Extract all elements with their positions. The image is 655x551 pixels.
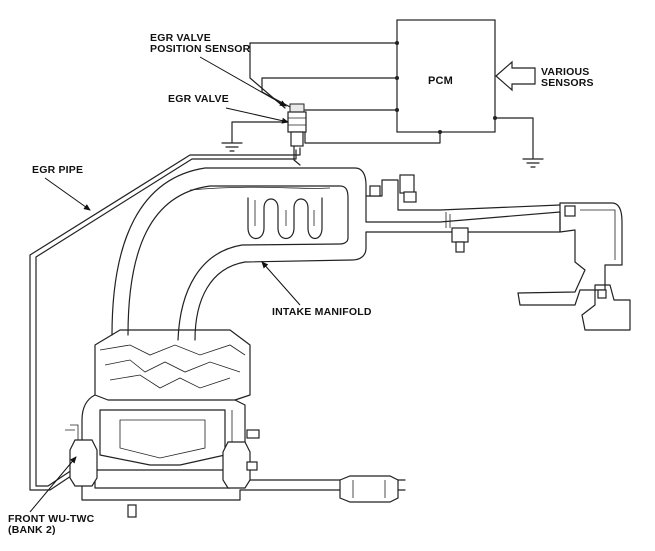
various-sensors-arrow — [495, 60, 536, 92]
label-egr-valve-position-sensor-line1: EGR VALVE — [150, 32, 211, 44]
label-various-sensors-line2: SENSORS — [541, 77, 594, 89]
egr-pipe — [29, 147, 301, 491]
label-intake-manifold: INTAKE MANIFOLD — [272, 306, 372, 318]
label-egr-valve: EGR VALVE — [168, 93, 229, 105]
front-wu-twc-bank1 — [222, 429, 260, 489]
egr-valve-body — [287, 103, 307, 147]
engine-block — [81, 329, 251, 471]
leader-lines — [29, 56, 301, 513]
ground-symbol-left — [221, 142, 243, 152]
label-various-sensors-line1: VARIOUS — [541, 66, 590, 78]
label-egr-valve-position-sensor-line2: POSITION SENSOR — [150, 43, 251, 55]
pcm-box — [396, 19, 496, 133]
sensor-wiring — [231, 42, 534, 159]
label-pcm: PCM — [428, 75, 454, 87]
label-various-sensors: VARIOUS SENSORS — [541, 67, 594, 89]
intake-manifold — [111, 167, 561, 341]
valve-outlet-pipe — [293, 145, 301, 166]
rear-catalytic-converter — [339, 475, 399, 503]
label-egr-valve-position-sensor: EGR VALVE POSITION SENSOR — [150, 33, 250, 55]
ground-symbol-right — [522, 158, 544, 168]
air-cleaner — [517, 202, 631, 331]
label-front-wu-twc-line1: FRONT WU-TWC — [8, 513, 95, 525]
label-egr-pipe: EGR PIPE — [32, 164, 84, 176]
label-front-wu-twc-line2: (BANK 2) — [8, 524, 56, 536]
label-front-wu-twc: FRONT WU-TWC (BANK 2) — [8, 514, 94, 536]
